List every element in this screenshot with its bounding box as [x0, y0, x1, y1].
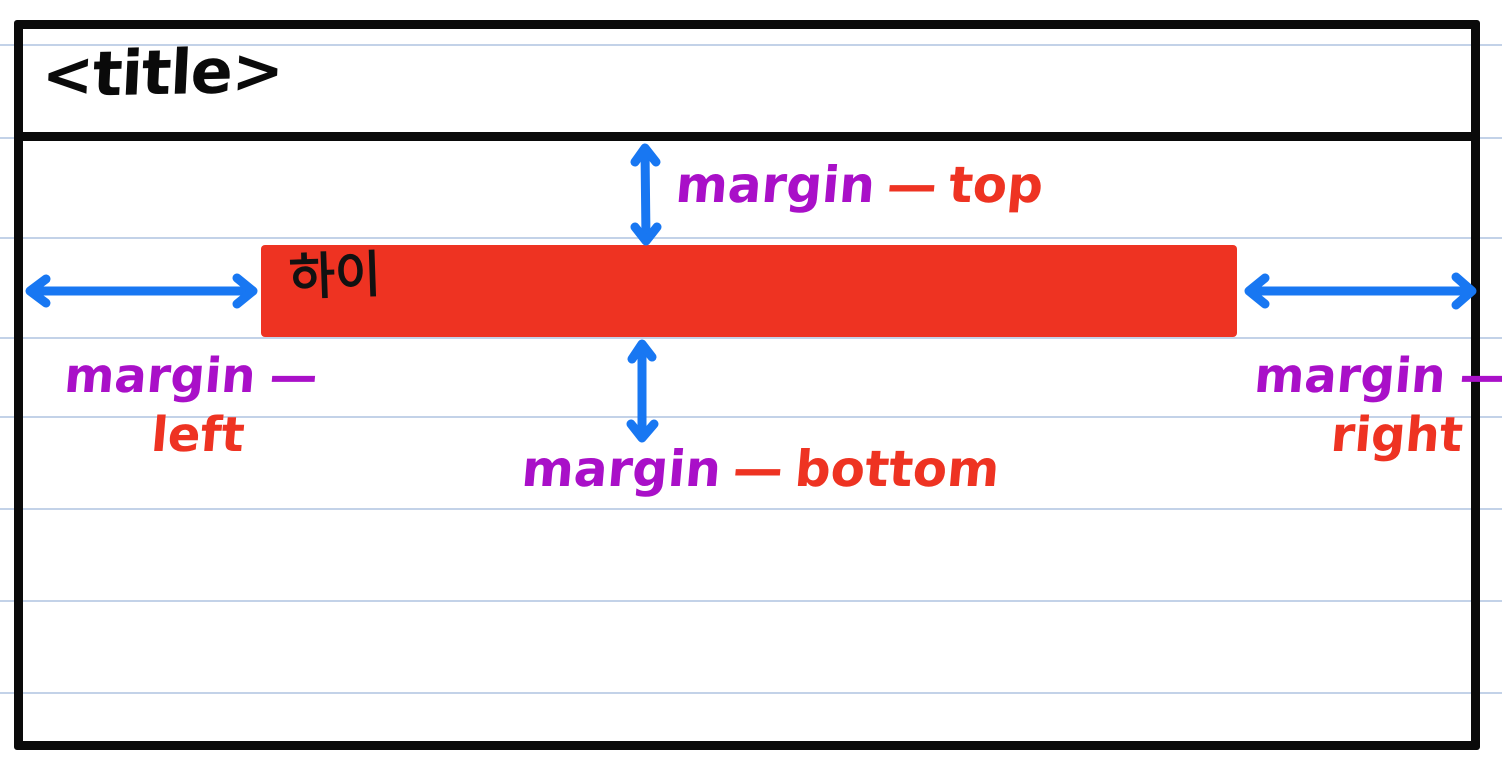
margin-right-label-side: right — [1328, 406, 1466, 463]
margin-left-arrow — [25, 273, 258, 309]
ruled-line — [0, 508, 1502, 510]
margin-right-label-dash: — — [1457, 348, 1502, 404]
margin-bottom-label-dash: — — [730, 440, 786, 498]
ruled-line — [0, 600, 1502, 602]
margin-right-label-word: margin — [1252, 348, 1449, 404]
page-title: <title> — [40, 33, 285, 112]
margin-top-label: margin—top — [674, 156, 1046, 214]
margin-bottom-arrow — [626, 339, 659, 443]
margin-left-label-dash: — — [267, 348, 321, 404]
margin-top-label-dash: — — [884, 156, 940, 214]
body-outline — [14, 20, 1480, 750]
ruled-line — [0, 44, 1502, 46]
ruled-line — [0, 337, 1502, 339]
ruled-line — [0, 692, 1502, 694]
margin-top-label-word: margin — [673, 156, 878, 214]
margin-bottom-label: margin—bottom — [520, 440, 1003, 498]
margin-left-label: margin— left — [57, 348, 320, 463]
margin-bottom-label-word: margin — [519, 440, 724, 498]
margin-right-arrow — [1244, 272, 1477, 310]
margin-bottom-label-side: bottom — [792, 440, 1003, 498]
title-bar-separator — [14, 132, 1480, 141]
ruled-line — [0, 237, 1502, 239]
content-box-label: 하이 — [288, 245, 382, 307]
margin-left-label-word: margin — [62, 348, 259, 404]
content-box: 하이 — [261, 245, 1237, 337]
margin-top-label-side: top — [946, 156, 1046, 214]
margin-top-arrow — [630, 143, 662, 246]
margin-right-label: margin— right — [1247, 348, 1502, 463]
ruled-line — [0, 416, 1502, 418]
margin-left-label-side: left — [149, 406, 247, 463]
